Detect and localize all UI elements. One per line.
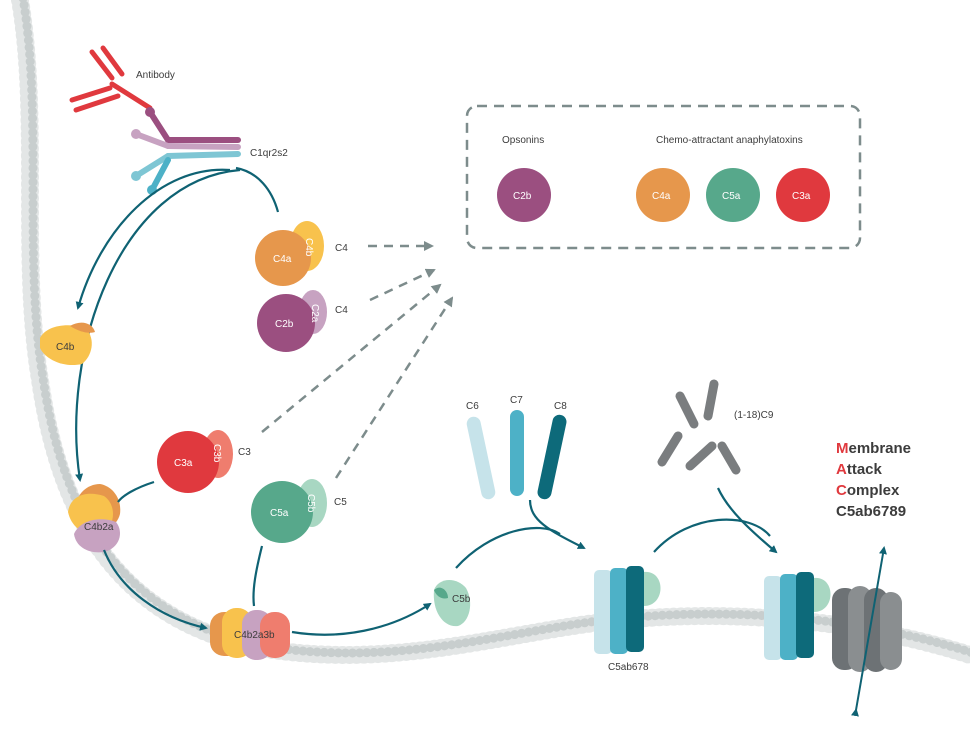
mac-rest-2: ttack	[847, 461, 883, 478]
c5a-text: C5a	[270, 508, 289, 519]
c5-molecule: C5a C5b	[251, 479, 327, 543]
c9-label: (1-18)C9	[734, 410, 774, 421]
arrow-c1-to-c4b	[75, 168, 231, 310]
c1-label: C1qr2s2	[250, 148, 288, 159]
c6-label: C6	[466, 401, 479, 412]
c6-c7-c8-rods	[466, 410, 567, 500]
c5ab678-label: C5ab678	[608, 662, 649, 673]
arrow-c678-to-complex	[528, 499, 586, 549]
cell-membrane	[11, 0, 970, 664]
c3-label: C3	[238, 447, 251, 458]
mac-title: Membrane Attack Complex C5ab6789	[836, 440, 911, 520]
c4-molecule: C4a C4b	[255, 221, 324, 286]
c2-molecule: C2b C2a	[257, 290, 327, 352]
dashed-arrows	[261, 241, 454, 479]
c8-label: C8	[554, 401, 567, 412]
c4-mid-label: C4	[335, 305, 348, 316]
c9-molecules	[657, 379, 741, 475]
c4a-text: C4a	[273, 254, 292, 265]
arrow-c1-to-c4	[235, 166, 280, 213]
c5b-label: C5b	[452, 594, 471, 605]
box-item-c3a: C3a	[792, 191, 811, 202]
c4b-text: C4b	[303, 238, 314, 257]
c1-complex-icon	[131, 107, 241, 195]
c5b-molecule: C5b	[433, 579, 471, 627]
c7-label: C7	[510, 395, 523, 406]
c5b-text: C5b	[305, 494, 316, 513]
svg-text:Attack: Attack	[836, 461, 883, 478]
arrow-c4b2a-to-c4b2a3b	[102, 549, 208, 631]
box-item-c2b: C2b	[513, 191, 532, 202]
opsonins-title: Opsonins	[502, 135, 544, 146]
arrow-c5ab678-to-mac	[653, 518, 771, 553]
arrow-c3-to-c4b2a	[117, 480, 155, 503]
box-items: C2b C4a C5a C3a	[497, 168, 830, 222]
mac-initial-c: C	[836, 482, 847, 499]
arrow-c1-to-c4b2a	[75, 168, 241, 482]
c4b2a3b-complex: C4b2a3b	[210, 608, 290, 660]
c5ab678-complex	[594, 566, 661, 654]
arrow-c5-to-c4b2a3b	[252, 545, 264, 607]
c3-molecule: C3a C3b	[157, 430, 233, 493]
anaphylatoxins-box	[465, 104, 862, 250]
svg-text:Complex: Complex	[836, 482, 900, 499]
antibody-icon	[69, 45, 153, 113]
mac-initial-m: M	[836, 440, 849, 457]
c5-label: C5	[334, 497, 347, 508]
mac-rest-3: omplex	[847, 482, 900, 499]
c4b2a-label: C4b2a	[84, 522, 114, 533]
antibody-label: Antibody	[136, 70, 175, 81]
c4b-free-label: C4b	[56, 342, 75, 353]
c4b2a3b-label: C4b2a3b	[234, 630, 275, 641]
c4b-free-molecule: C4b	[40, 322, 95, 366]
svg-text:Membrane: Membrane	[836, 440, 911, 457]
arrow-c4b2a3b-to-c5b	[291, 602, 432, 636]
c2a-text: C2a	[309, 304, 320, 323]
box-item-c4a: C4a	[652, 191, 671, 202]
mac-initial-a: A	[836, 461, 847, 478]
c4b2a-complex: C4b2a	[68, 484, 121, 553]
mac-formula: C5ab6789	[836, 503, 906, 520]
arrow-c5b-to-c5ab678	[455, 526, 561, 569]
c4-top-label: C4	[335, 243, 348, 254]
box-item-c5a: C5a	[722, 191, 741, 202]
c3a-text: C3a	[174, 458, 193, 469]
mac-complex	[764, 546, 902, 717]
c2b-text: C2b	[275, 319, 294, 330]
c3b-text: C3b	[211, 444, 222, 463]
anaphylatoxins-title: Chemo-attractant anaphylatoxins	[656, 135, 803, 146]
mac-rest-1: embrane	[849, 440, 912, 457]
